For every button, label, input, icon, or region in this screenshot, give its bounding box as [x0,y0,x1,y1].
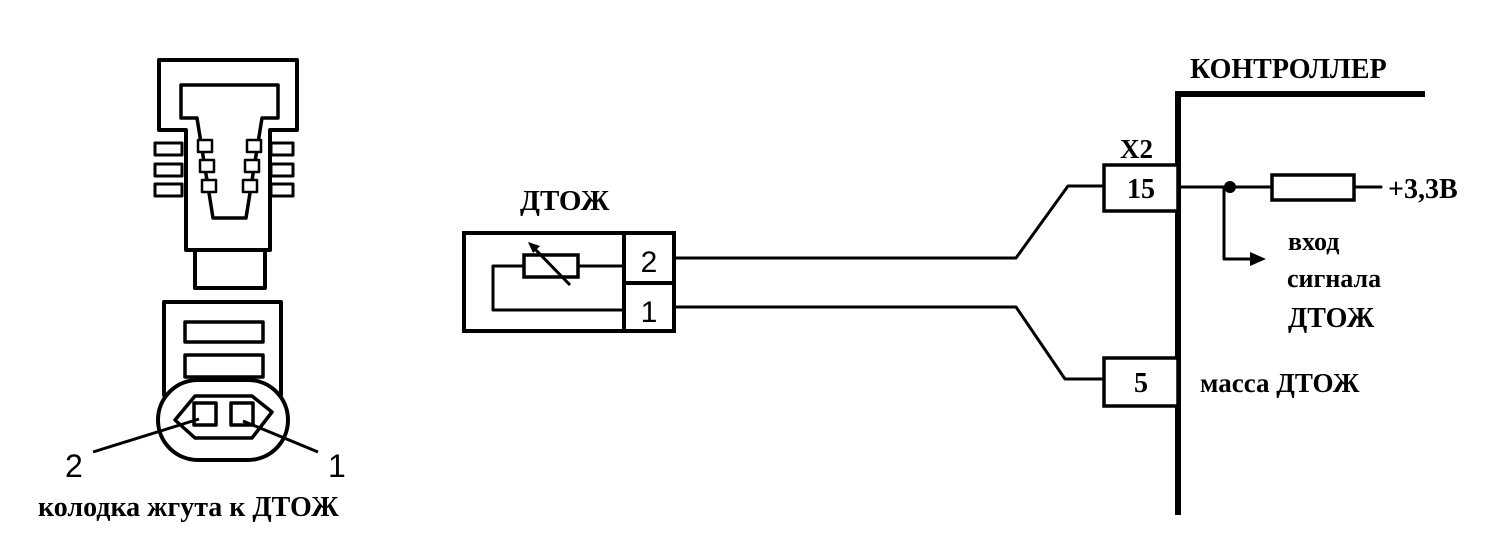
controller-connector-label: X2 [1120,134,1153,164]
plug-rib [269,162,295,178]
socket-pin-2 [192,401,218,427]
thermistor-arrow-line [530,244,572,287]
sensor-pin-2: 2 [641,246,658,279]
socket-face-inner [173,394,274,440]
thermistor-arrow-head [528,242,540,253]
plug-tongue [179,83,280,220]
plug-rib [153,141,184,157]
harness-pin-2-label: 2 [65,448,83,484]
wire-pin1-to-x2-5 [672,305,1106,381]
plug-inner-rib [245,138,263,154]
ground-label: масса ДТОЖ [1200,368,1360,398]
signal-tap-wire [1222,185,1255,261]
plug-rib [153,162,184,178]
plug-inner-rib [200,178,218,194]
plug-rib [269,141,295,157]
socket-slot [183,353,265,379]
pin-2-leader [92,417,200,454]
harness-pin-1-label: 1 [328,448,346,484]
signal-tap-arrow [1250,252,1266,266]
wire-pin2-to-x2-15 [672,184,1106,260]
signal-label-line1: вход [1288,227,1339,256]
plug-inner-rib [241,178,259,194]
plug-inner-rib [196,138,214,154]
x2-pin-5: 5 [1134,368,1148,399]
plug-rib [269,182,295,198]
x2-pin-15-box [1102,163,1180,213]
signal-label-line2: сигнала [1287,264,1381,293]
junction-dot [1224,181,1236,193]
socket-pin-1 [229,401,255,427]
harness-connector-caption: колодка жгута к ДТОЖ [38,492,339,523]
harness-connector-illustration [92,58,319,462]
sensor-internal-wire [491,264,626,312]
socket-slot [183,320,265,344]
pullup-resistor [1270,173,1356,202]
x2-pin-5-box [1102,356,1180,408]
pin-1-leader [242,419,319,454]
controller-title: КОНТРОЛЛЕР [1190,54,1387,85]
plug-inner-rib [243,158,261,174]
plug-rib [153,182,184,198]
plug-neck [193,248,267,290]
x2-pin-15: 15 [1127,174,1155,205]
supply-voltage: +3,3В [1388,174,1458,205]
sensor-pin-1: 1 [641,296,658,329]
sensor-name: ДТОЖ [520,185,610,217]
plug-inner-rib [198,158,216,174]
signal-label-line3: ДТОЖ [1288,303,1375,334]
